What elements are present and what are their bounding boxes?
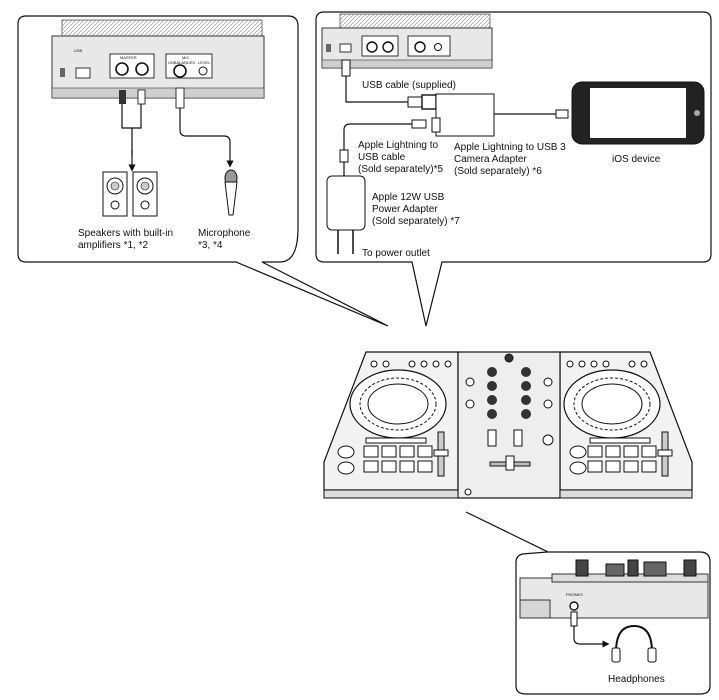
lock-slot-icon [60, 68, 65, 77]
top-buttons [370, 360, 648, 368]
master-l-jack-icon [135, 62, 149, 76]
mic-jack-icon [173, 64, 187, 78]
ios-device-icon [571, 81, 705, 145]
phones-label: PHONES [566, 592, 583, 597]
speakers-label: Speakers with built-in amplifiers *1, *2 [78, 228, 176, 251]
left-callout: USB MASTER MIC UNBALANCED LEVEL [17, 15, 389, 327]
master-r-jack-icon [115, 62, 129, 76]
mic-section-label: MIC [182, 55, 189, 60]
camera-adapter-icon [431, 93, 569, 137]
dj-controller-illustration [323, 351, 693, 499]
speakers-icon [102, 171, 158, 217]
right-performance-pads [587, 437, 657, 473]
power-adapter-icon [326, 175, 366, 254]
power-outlet-label: To power outlet [362, 248, 430, 259]
left-performance-pads [363, 437, 433, 473]
usb-port-icon [339, 43, 352, 53]
microphone-label: Microphone *3, *4 [198, 228, 253, 251]
usb-cable-label: USB cable (supplied) [362, 80, 456, 91]
right-jog-wheel-icon [563, 369, 661, 439]
headphones-cable [570, 611, 610, 648]
mic-level-knob-icon [198, 66, 208, 76]
rca-cable [119, 89, 146, 172]
lock-slot-icon [326, 44, 331, 52]
usb-cable [341, 59, 437, 110]
camera-adapter-label: Apple Lightning to USB 3 Camera Adapter … [454, 142, 569, 177]
usb-port-icon [75, 67, 91, 79]
left-jog-wheel-icon [349, 369, 447, 439]
usb-port-label: USB [74, 48, 83, 53]
tempo-sliders [433, 431, 673, 477]
ios-device-label: iOS device [612, 154, 661, 165]
phones-jack-icon [569, 601, 579, 611]
play-cue-buttons [337, 445, 587, 475]
front-panel: PHONES [519, 559, 709, 619]
master-out-label: MASTER [120, 55, 137, 60]
unbalanced-label: UNBALANCED [168, 60, 195, 65]
power-adapter-label: Apple 12W USB Power Adapter (Sold separa… [372, 192, 460, 227]
mic-cable [175, 87, 234, 168]
phones-jack-front-icon [464, 488, 472, 496]
headphones-callout: PHONES Headphones [465, 511, 711, 695]
lightning-cable [339, 119, 427, 176]
level-label: LEVEL [198, 60, 211, 65]
microphone-icon [224, 169, 238, 216]
right-callout: USB cable (supplied) Apple Lightning to … [315, 11, 712, 327]
headphones-icon [611, 624, 657, 663]
headphones-label: Headphones [608, 674, 665, 685]
rear-panel-left: USB MASTER MIC UNBALANCED LEVEL [51, 19, 265, 99]
mixer-section [464, 353, 554, 496]
lightning-cable-label: Apple Lightning to USB cable (Sold separ… [358, 140, 443, 175]
